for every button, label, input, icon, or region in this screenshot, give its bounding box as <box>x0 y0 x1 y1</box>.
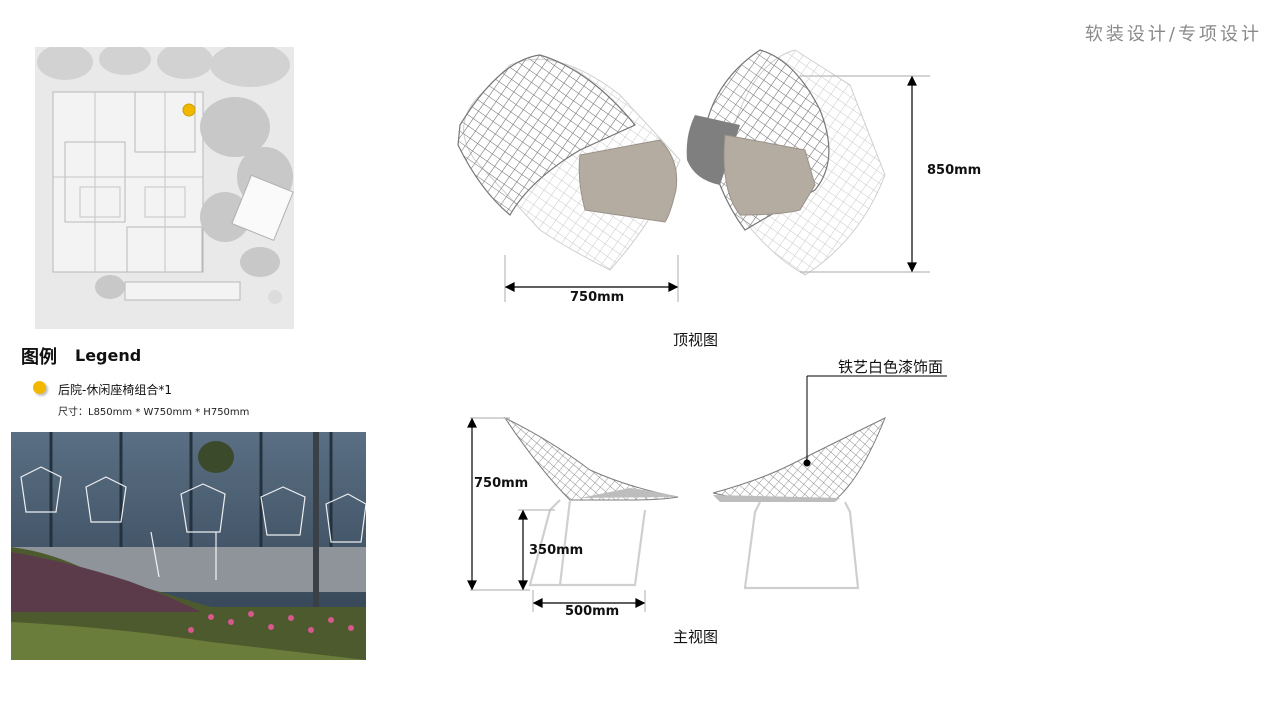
reference-photo-drawing <box>11 432 366 660</box>
top-view-depth-label: 850mm <box>927 163 982 178</box>
front-view-chair-side <box>503 416 679 587</box>
material-callout-dot <box>803 459 811 467</box>
material-note-label: 铁艺白色漆饰面 <box>838 358 944 376</box>
front-view-caption: 主视图 <box>673 628 719 646</box>
legend-title: 图例 <box>21 347 57 368</box>
top-view-chair-right <box>686 49 886 276</box>
legend-title-en: Legend <box>75 346 142 365</box>
page-header-title: 软装设计/专项设计 <box>1084 24 1262 45</box>
site-plan-drawing <box>35 47 294 329</box>
reference-photo <box>11 432 366 660</box>
top-view-chair-left <box>457 54 681 271</box>
front-view-drawing <box>467 375 947 612</box>
front-view-chair-front <box>712 375 947 590</box>
front-view-base-width-label: 500mm <box>565 604 620 619</box>
top-view-drawing <box>457 49 930 302</box>
front-view-height-label: 750mm <box>474 476 529 491</box>
top-view-caption: 顶视图 <box>673 331 719 349</box>
top-view-width-label: 750mm <box>570 290 625 305</box>
legend-marker-icon <box>33 381 46 394</box>
front-view-seat-height-label: 350mm <box>529 543 584 558</box>
site-plan-image <box>35 47 294 329</box>
location-marker-icon <box>182 103 196 117</box>
legend-item-size: 尺寸：L850mm * W750mm * H750mm <box>58 407 250 418</box>
legend-item-label: 后院-休闲座椅组合*1 <box>58 383 172 397</box>
